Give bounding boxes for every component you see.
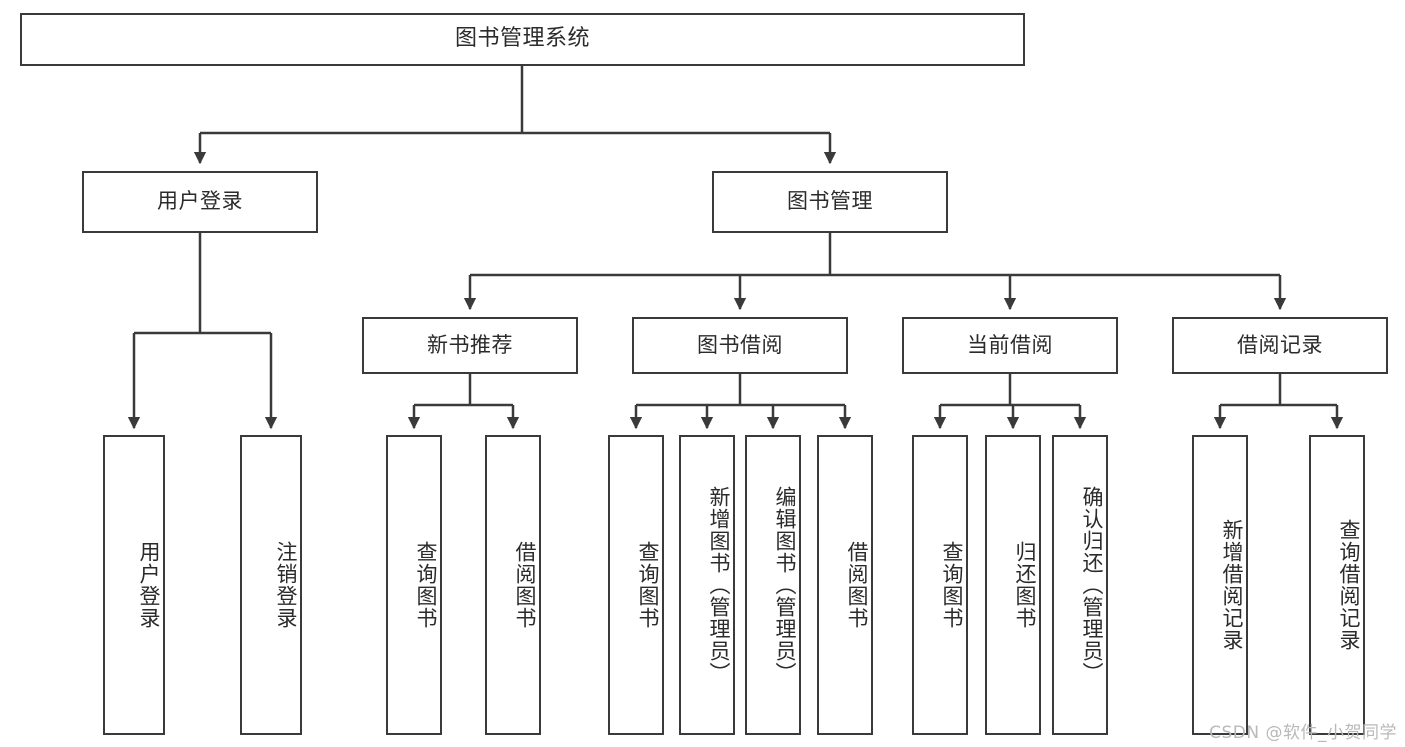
- node-label: 用户登录: [157, 189, 243, 214]
- node-label: 查询图书: [636, 541, 660, 629]
- node-leaf-query-book-recommendation[interactable]: 查询图书: [386, 435, 442, 735]
- csdn-watermark: CSDN @软件_小贺同学: [1209, 723, 1397, 743]
- node-label: 注销登录: [274, 541, 298, 629]
- node-label: 新书推荐: [427, 332, 513, 357]
- node-label: 归还图书: [1013, 541, 1037, 629]
- node-label: 编辑图书（管理员）: [773, 486, 797, 684]
- node-label: 查询借阅记录: [1337, 519, 1361, 651]
- node-leaf-return-book[interactable]: 归还图书: [985, 435, 1041, 735]
- node-leaf-user-login[interactable]: 用户登录: [103, 435, 165, 735]
- node-book-borrowing[interactable]: 图书借阅: [632, 317, 848, 374]
- node-leaf-query-book-borrowing[interactable]: 查询图书: [608, 435, 664, 735]
- node-leaf-query-book-current[interactable]: 查询图书: [912, 435, 968, 735]
- node-leaf-add-book-admin[interactable]: 新增图书（管理员）: [679, 435, 735, 735]
- node-book-management[interactable]: 图书管理: [712, 171, 948, 233]
- node-label: 查询图书: [414, 541, 438, 629]
- node-label: 确认归还（管理员）: [1080, 486, 1104, 684]
- node-root-book-management-system[interactable]: 图书管理系统: [20, 13, 1025, 66]
- node-borrowing-record[interactable]: 借阅记录: [1172, 317, 1388, 374]
- node-leaf-query-borrow-record[interactable]: 查询借阅记录: [1309, 435, 1365, 735]
- node-user-login[interactable]: 用户登录: [82, 171, 318, 233]
- node-label: 借阅图书: [513, 541, 537, 629]
- node-current-borrowing[interactable]: 当前借阅: [902, 317, 1118, 374]
- node-leaf-confirm-return-admin[interactable]: 确认归还（管理员）: [1052, 435, 1108, 735]
- node-label: 借阅图书: [845, 541, 869, 629]
- node-label: 新增借阅记录: [1220, 519, 1244, 651]
- node-label: 当前借阅: [967, 332, 1053, 357]
- node-label: 查询图书: [940, 541, 964, 629]
- node-label: 图书借阅: [697, 332, 783, 357]
- node-leaf-user-logout[interactable]: 注销登录: [240, 435, 302, 735]
- node-label: 新增图书（管理员）: [707, 486, 731, 684]
- node-label: 图书管理: [787, 189, 873, 214]
- node-leaf-borrow-book-borrowing[interactable]: 借阅图书: [817, 435, 873, 735]
- node-label: 用户登录: [137, 541, 161, 629]
- node-leaf-edit-book-admin[interactable]: 编辑图书（管理员）: [745, 435, 801, 735]
- node-leaf-add-borrow-record[interactable]: 新增借阅记录: [1192, 435, 1248, 735]
- node-leaf-borrow-book-recommendation[interactable]: 借阅图书: [485, 435, 541, 735]
- node-label: 图书管理系统: [454, 26, 590, 52]
- node-new-book-recommendation[interactable]: 新书推荐: [362, 317, 578, 374]
- node-label: 借阅记录: [1237, 332, 1323, 357]
